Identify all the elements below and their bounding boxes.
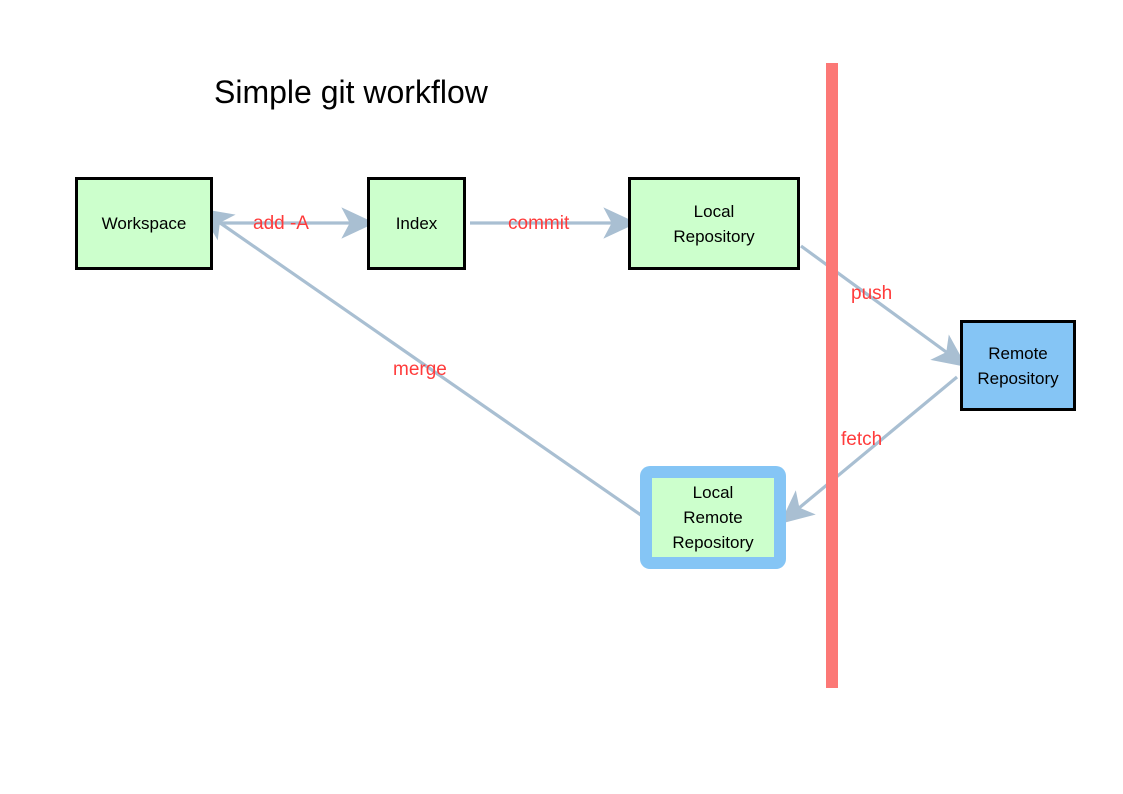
diagram-title: Simple git workflow <box>214 74 488 110</box>
edge-label-push: push <box>851 283 893 304</box>
node-index[interactable]: Index <box>367 177 466 270</box>
edge-label-merge: merge <box>393 359 447 380</box>
node-index-label: Index <box>395 214 438 233</box>
edge-label-add: add -A <box>253 213 309 234</box>
node-workspace-label: Workspace <box>101 214 187 233</box>
edge-label-fetch: fetch <box>841 429 883 450</box>
node-workspace[interactable]: Workspace <box>75 177 213 270</box>
edge-label-commit: commit <box>508 213 570 234</box>
local-remote-boundary-line <box>826 63 838 688</box>
